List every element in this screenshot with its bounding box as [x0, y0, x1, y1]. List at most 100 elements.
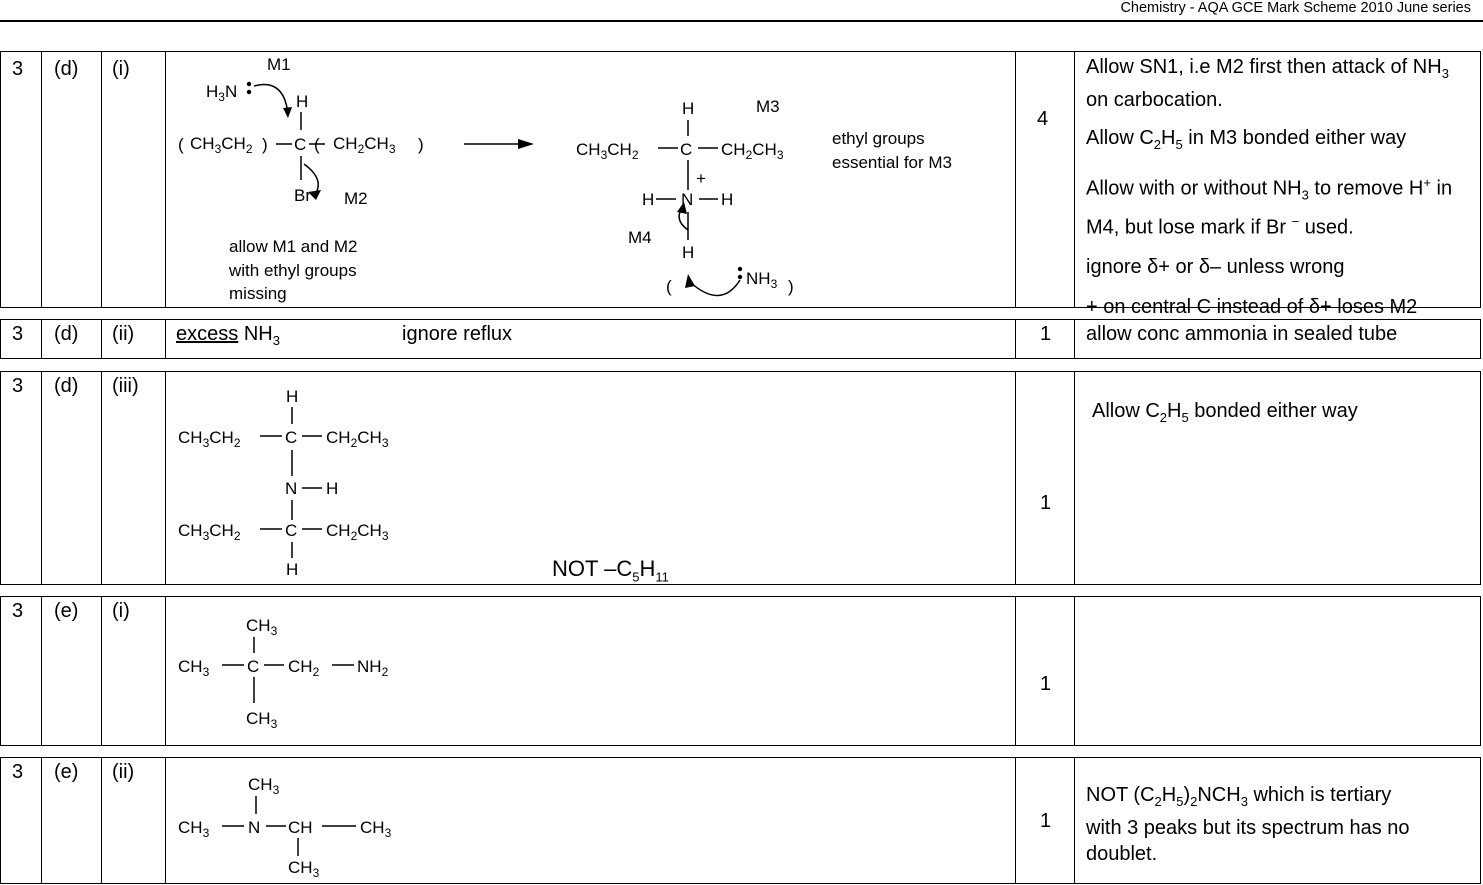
- table-row-3e-ii: 3 (e) (ii) CH3 CH3 N CH CH3 CH3 1 NOT (C…: [0, 757, 1481, 884]
- subpart-cell: (iii): [102, 372, 166, 584]
- answer-text: excess NH3: [176, 323, 280, 348]
- comment-text: allow conc ammonia in sealed tube: [1086, 323, 1398, 345]
- mark-cell: 4: [1016, 52, 1075, 307]
- comment-cell: Allow C2H5 bonded either way: [1075, 372, 1481, 584]
- page-header: Chemistry - AQA GCE Mark Scheme 2010 Jun…: [1120, 0, 1471, 16]
- comment-5: + on central C instead of δ+ loses M2: [1086, 296, 1418, 319]
- question-number-cell: 3: [1, 372, 42, 584]
- svg-text:N: N: [285, 479, 297, 498]
- table-row-3e-i: 3 (e) (i) CH3 CH3 C CH2 NH2 CH3 1: [0, 596, 1481, 746]
- comment-list: Allow SN1, i.e M2 first then attack of N…: [1086, 54, 1476, 320]
- answer-cell: excess NH3 ignore reflux: [166, 320, 1016, 358]
- label-m4: M4: [628, 228, 652, 247]
- svg-text:CH3: CH3: [248, 775, 280, 797]
- svg-text:C: C: [285, 521, 297, 540]
- label-nh3: NH3: [746, 269, 778, 291]
- ethyl-note-2: essential for M3: [832, 153, 952, 172]
- primary-amine-structure: CH3 CH3 C CH2 NH2 CH3: [178, 616, 389, 731]
- svg-text:CH3: CH3: [360, 818, 392, 840]
- question-number: 3: [12, 600, 24, 622]
- comment-line-3: doublet.: [1086, 843, 1158, 865]
- svg-text:CH2: CH2: [288, 657, 320, 679]
- label-prod-right: CH2CH3: [721, 140, 784, 162]
- answer-cell: M1 H3N H ( CH3CH2 ) C ( CH2CH3 ) Br M2 a…: [166, 52, 1016, 307]
- subpart-cell: (ii): [102, 320, 166, 358]
- svg-text:CH3: CH3: [246, 616, 278, 638]
- part-cell: (e): [42, 597, 102, 745]
- mark-cell: 1: [1016, 758, 1075, 883]
- comment-1: Allow SN1, i.e M2 first then attack of N…: [1086, 56, 1449, 111]
- part-label: (d): [54, 375, 79, 397]
- subpart-label: (ii): [112, 761, 135, 783]
- svg-text:CH3: CH3: [246, 709, 278, 731]
- label-nh-left: H: [642, 190, 654, 209]
- mark-cell: 1: [1016, 597, 1075, 745]
- part-label: (d): [54, 58, 79, 80]
- not-formula: NOT –C5H11: [552, 556, 669, 585]
- comment-line-1: NOT (C2H5)2NCH3 which is tertiary: [1086, 784, 1392, 809]
- svg-text:): ): [418, 135, 424, 154]
- label-nh-bottom: H: [682, 243, 694, 262]
- label-prod-h: H: [682, 99, 694, 118]
- svg-text:CH3CH2: CH3CH2: [178, 521, 241, 543]
- label-plus: +: [696, 169, 706, 188]
- table-row-3d-iii: 3 (d) (iii) H CH3CH2 C CH2CH3 N H CH3CH2…: [0, 371, 1481, 585]
- mark-value: 1: [1040, 810, 1052, 832]
- comment-cell: Allow SN1, i.e M2 first then attack of N…: [1075, 52, 1481, 318]
- part-cell: (d): [42, 372, 102, 584]
- svg-text:CH: CH: [288, 818, 313, 837]
- label-c: C: [294, 135, 306, 154]
- svg-text:CH2CH3: CH2CH3: [326, 428, 389, 450]
- header-rule: [0, 20, 1483, 22]
- svg-text:(: (: [314, 135, 320, 154]
- subpart-label: (i): [112, 600, 130, 622]
- label-m3: M3: [756, 97, 780, 116]
- label-prod-left: CH3CH2: [576, 140, 639, 162]
- subpart-cell: (i): [102, 52, 166, 307]
- comment-4: ignore δ+ or δ– unless wrong: [1086, 256, 1345, 279]
- question-number-cell: 3: [1, 320, 42, 358]
- answer-cell: CH3 CH3 N CH CH3 CH3: [166, 758, 1016, 883]
- label-nh-right: H: [721, 190, 733, 209]
- svg-text:H: H: [326, 479, 338, 498]
- question-number-cell: 3: [1, 597, 42, 745]
- answer-note: ignore reflux: [402, 323, 513, 345]
- svg-text:CH3: CH3: [178, 818, 210, 840]
- svg-text:NH2: NH2: [357, 657, 389, 679]
- question-number-cell: 3: [1, 52, 42, 307]
- tertiary-amine-structure: CH3 CH3 N CH CH3 CH3: [178, 775, 392, 880]
- mechanism-diagram: M1 H3N H ( CH3CH2 ) C ( CH2CH3 ) Br M2 a…: [178, 55, 952, 303]
- svg-text:CH3: CH3: [178, 657, 210, 679]
- answer-cell: H CH3CH2 C CH2CH3 N H CH3CH2 C CH2CH3 H …: [166, 372, 1016, 584]
- label-ch2ch3: CH2CH3: [333, 134, 396, 156]
- note-line-3: missing: [229, 284, 287, 303]
- label-br: Br: [294, 186, 311, 205]
- comment-line-2: with 3 peaks but its spectrum has no: [1086, 817, 1410, 839]
- bracket-open: (: [178, 135, 184, 154]
- comment-cell: allow conc ammonia in sealed tube: [1075, 320, 1481, 358]
- subpart-label: (i): [112, 58, 130, 80]
- label-h3n: H3N: [206, 82, 237, 104]
- mark-value: 1: [1040, 323, 1052, 345]
- part-label: (d): [54, 323, 79, 345]
- question-number: 3: [12, 58, 24, 80]
- label-prod-c: C: [680, 140, 692, 159]
- comment-list: NOT (C2H5)2NCH3 which is tertiary with 3…: [1086, 782, 1476, 867]
- comment-2: Allow C2H5 in M3 bonded either way: [1086, 127, 1407, 152]
- note-line-2: with ethyl groups: [228, 261, 357, 280]
- svg-text:CH2CH3: CH2CH3: [326, 521, 389, 543]
- svg-text:N: N: [248, 818, 260, 837]
- table-row-3d-i: 3 (d) (i) M1 H3N H ( CH3CH2 ) C ( CH2CH3…: [0, 51, 1481, 318]
- mark-cell: 1: [1016, 372, 1075, 584]
- question-number: 3: [12, 761, 24, 783]
- table-row-3d-ii: 3 (d) (ii) excess NH3 ignore reflux 1 al…: [0, 319, 1481, 359]
- subpart-cell: (i): [102, 597, 166, 745]
- comment-cell: NOT (C2H5)2NCH3 which is tertiary with 3…: [1075, 758, 1481, 883]
- comment-cell: [1075, 597, 1481, 745]
- ethyl-note-1: ethyl groups: [832, 129, 925, 148]
- subpart-label: (iii): [112, 375, 139, 397]
- label-ch3ch2: CH3CH2: [190, 134, 253, 156]
- svg-text:): ): [262, 135, 268, 154]
- part-label: (e): [54, 761, 79, 783]
- part-cell: (d): [42, 320, 102, 358]
